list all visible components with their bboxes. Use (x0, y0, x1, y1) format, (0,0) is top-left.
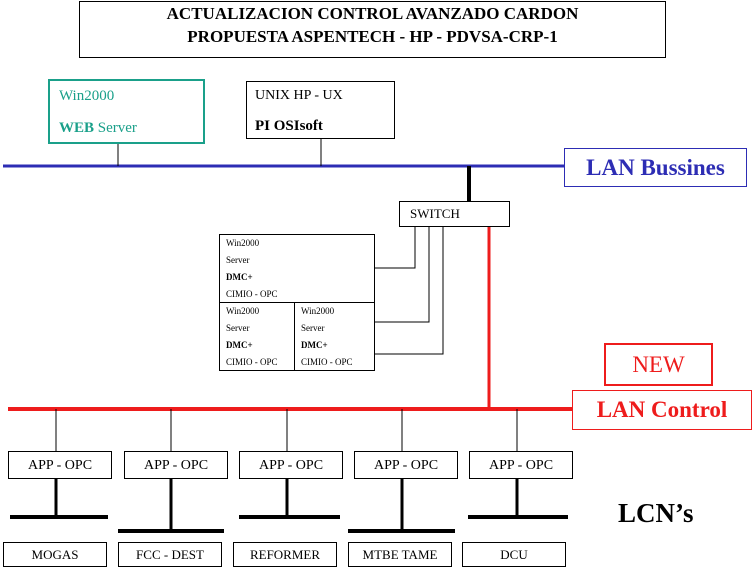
switch-node: SWITCH (399, 201, 510, 227)
app-opc-node-4: APP - OPC (354, 451, 458, 479)
app-opc-node-5: APP - OPC (469, 451, 573, 479)
unix-server-os: UNIX HP - UX (255, 88, 343, 103)
lan-control-label: LAN Control (572, 390, 752, 430)
unit-dcu: DCU (462, 542, 566, 567)
app-opc-node-1: APP - OPC (8, 451, 112, 479)
web-server-node: Win2000 WEB Server (48, 79, 205, 144)
lcn-label: LCN’s (618, 498, 694, 528)
web-server-os: Win2000 (59, 88, 115, 104)
title-line-2: PROPUESTA ASPENTECH - HP - PDVSA-CRP-1 (187, 27, 558, 46)
unit-mogas: MOGAS (3, 542, 107, 567)
unix-server-node: UNIX HP - UX PI OSIsoft (246, 81, 395, 139)
diagram-title: ACTUALIZACION CONTROL AVANZADO CARDON PR… (79, 1, 666, 58)
switch-link-server-3 (374, 227, 444, 355)
title-line-1: ACTUALIZACION CONTROL AVANZADO CARDON (166, 4, 579, 23)
unit-reformer: REFORMER (233, 542, 337, 567)
new-badge: NEW (604, 343, 713, 386)
switch-link-server-1 (374, 227, 416, 269)
dmc-server-1: Win2000 Server DMC+ CIMIO - OPC (219, 234, 375, 303)
switch-link-server-2 (374, 227, 430, 323)
app-opc-node-2: APP - OPC (124, 451, 228, 479)
lan-business-label: LAN Bussines (564, 148, 747, 187)
unit-mtbe-tame: MTBE TAME (348, 542, 452, 567)
dmc-server-2: Win2000 Server DMC+ CIMIO - OPC (219, 302, 295, 371)
web-server-name: WEB Server (59, 120, 137, 136)
unit-fcc-dest: FCC - DEST (118, 542, 222, 567)
unix-server-app: PI OSIsoft (255, 118, 323, 134)
dmc-server-3: Win2000 Server DMC+ CIMIO - OPC (294, 302, 375, 371)
app-opc-node-3: APP - OPC (239, 451, 343, 479)
